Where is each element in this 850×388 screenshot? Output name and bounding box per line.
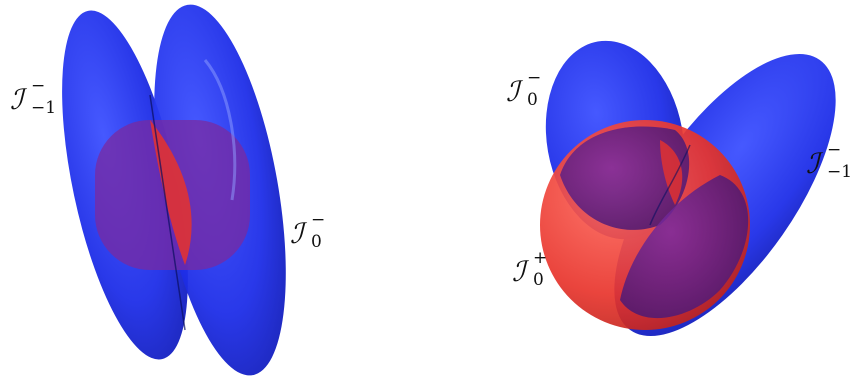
label-base: ℐ bbox=[290, 217, 304, 250]
label-base: ℐ bbox=[512, 255, 526, 288]
right-label-i-minus1-minus: ℐ − −1 bbox=[806, 142, 850, 181]
label-base: ℐ bbox=[10, 83, 24, 116]
right-label-i-0-plus: ℐ + 0 bbox=[512, 250, 547, 289]
left-red-seam bbox=[150, 120, 192, 265]
right-panel bbox=[540, 40, 836, 336]
left-label-i-0-minus: ℐ − 0 bbox=[290, 212, 325, 251]
label-subscript: −1 bbox=[827, 162, 850, 182]
label-superscript: − bbox=[311, 210, 326, 230]
label-subscript: 0 bbox=[527, 90, 538, 110]
label-superscript: − bbox=[31, 76, 46, 96]
label-superscript: − bbox=[527, 68, 542, 88]
label-superscript: + bbox=[533, 248, 548, 268]
right-overlap-upper bbox=[560, 126, 690, 230]
left-highlight bbox=[203, 59, 237, 201]
label-base: ℐ bbox=[806, 147, 820, 180]
label-superscript: − bbox=[827, 140, 842, 160]
left-panel bbox=[62, 4, 286, 376]
label-subscript: 0 bbox=[533, 270, 544, 290]
left-seam-line bbox=[149, 94, 186, 331]
left-label-i-minus1-minus: ℐ − −1 bbox=[10, 78, 56, 117]
label-subscript: −1 bbox=[31, 98, 57, 118]
right-overlap-lower bbox=[620, 175, 749, 319]
label-base: ℐ bbox=[506, 75, 520, 108]
right-seam-line bbox=[649, 144, 691, 226]
right-red-seam bbox=[660, 140, 683, 205]
right-label-i-0-minus: ℐ − 0 bbox=[506, 70, 541, 109]
label-subscript: 0 bbox=[311, 232, 322, 252]
